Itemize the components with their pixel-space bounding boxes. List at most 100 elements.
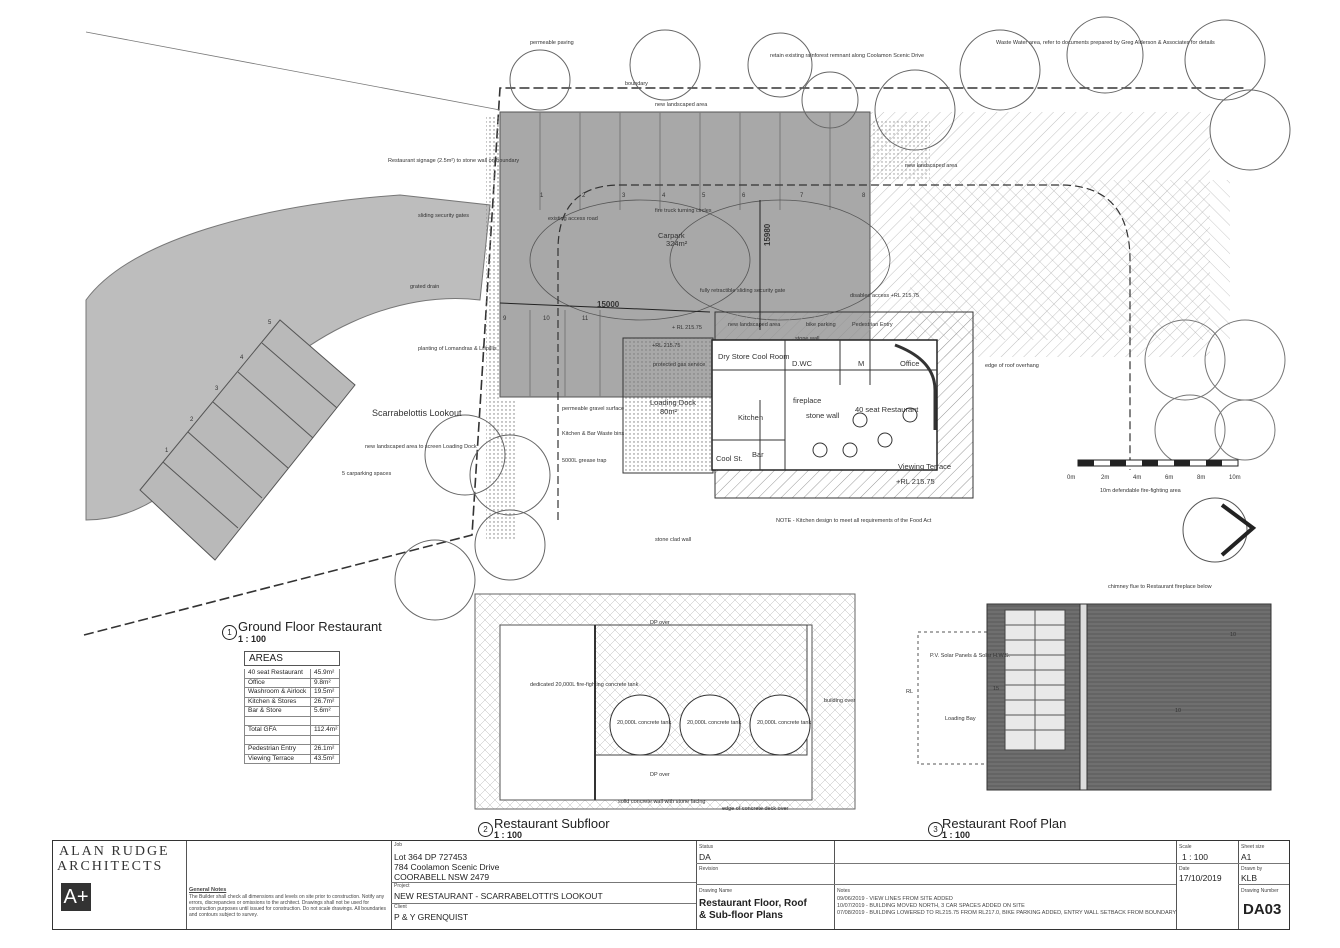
label-rl-1: + RL 215.75 bbox=[672, 325, 702, 331]
scale-value: 1 : 100 bbox=[1182, 852, 1208, 862]
sheet-size-value: A1 bbox=[1241, 852, 1252, 862]
date-label: Date bbox=[1179, 866, 1190, 872]
areas-row-value: 5.6m² bbox=[314, 707, 331, 714]
roof-loading-bay: Loading Bay bbox=[945, 716, 976, 722]
label-boundary: boundary bbox=[625, 81, 648, 87]
areas-row-name: Total GFA bbox=[245, 726, 311, 735]
general-notes-text: The Builder shall check all dimensions a… bbox=[189, 894, 387, 918]
label-grease-trap: 5000L grease trap bbox=[562, 458, 606, 464]
general-notes-label: General Notes bbox=[189, 887, 227, 893]
areas-row-name: Office bbox=[245, 678, 311, 687]
areas-row-name: Pedestrian Entry bbox=[245, 745, 311, 754]
room-cool-room: Cool Room bbox=[752, 352, 790, 361]
drawing-number-label: Drawing Number bbox=[1241, 888, 1279, 894]
drawing-name-line-2: & Sub-floor Plans bbox=[699, 910, 783, 921]
job-line-2: 784 Coolamon Scenic Drive bbox=[394, 862, 500, 872]
label-note-kitchen: NOTE - Kitchen design to meet all requir… bbox=[776, 518, 932, 524]
note-2: 10/07/2019 - BUILDING MOVED NORTH, 3 CAR… bbox=[837, 903, 1025, 909]
space-2: 2 bbox=[190, 417, 194, 423]
label-fire-truck: fire truck turning circles bbox=[655, 208, 712, 214]
label-edge-roof: edge of roof overhang bbox=[985, 363, 1039, 369]
label-protected-gas: protected gas service bbox=[653, 362, 705, 368]
areas-row-name bbox=[245, 735, 311, 744]
roof-pitch-1: 10 bbox=[1230, 632, 1236, 638]
label-carparking-spaces: 5 carparking spaces bbox=[342, 471, 391, 477]
label-disabled-access: disabled access +RL 215.75 bbox=[850, 293, 919, 299]
north-arrow bbox=[1220, 503, 1257, 557]
scale-bar-8: 8m bbox=[1197, 475, 1205, 481]
status-label: Status bbox=[699, 844, 714, 850]
note-1: 09/06/2019 - VIEW LINES FROM SITE ADDED bbox=[837, 896, 953, 902]
scale-bar-10: 10m bbox=[1229, 475, 1241, 481]
tank-1 bbox=[609, 694, 671, 756]
areas-row-value bbox=[311, 717, 314, 726]
carpark-space-6: 6 bbox=[742, 193, 746, 199]
drawn-by-value: KLB bbox=[1241, 873, 1258, 883]
room-bar: Bar bbox=[752, 450, 764, 459]
scale-date-cell: Scale 1 : 100 Date 17/10/2019 bbox=[1176, 841, 1239, 929]
room-stone-wall: stone wall bbox=[806, 411, 840, 420]
areas-row-value: 45.9m² bbox=[314, 669, 335, 676]
areas-row-value: 9.8m² bbox=[314, 678, 331, 686]
label-lookout: Scarrabelottis Lookout bbox=[372, 408, 462, 418]
label-stone-wall-top: stone wall bbox=[795, 336, 819, 342]
areas-row bbox=[244, 735, 340, 745]
scale-bar-6: 6m bbox=[1165, 475, 1173, 481]
drawing-name-label: Drawing Name bbox=[699, 888, 733, 894]
subfloor-edge-deck: edge of concrete deck over bbox=[722, 806, 789, 812]
space-5: 5 bbox=[268, 320, 272, 326]
view-scale-1: 1 : 100 bbox=[238, 634, 267, 644]
label-sliding-gates: sliding security gates bbox=[418, 213, 469, 219]
view-title-roof: Restaurant Roof Plan bbox=[942, 816, 1067, 831]
room-cool-st: Cool St. bbox=[716, 454, 743, 463]
room-dry-store: Dry Store bbox=[718, 352, 750, 361]
firm-logo-icon: A+ bbox=[61, 883, 91, 911]
carpark-space-2: 2 bbox=[582, 193, 586, 199]
areas-row-value: 112.4m² bbox=[314, 726, 338, 733]
label-waste-water: Waste Water area, refer to documents pre… bbox=[996, 40, 1215, 46]
scale-bar-4: 4m bbox=[1133, 475, 1141, 481]
status-value: DA bbox=[699, 852, 711, 862]
label-new-landscaped-area-3: new landscaped area bbox=[728, 322, 781, 328]
revision-label: Revision bbox=[699, 866, 719, 872]
firm-name-2: ARCHITECTS bbox=[57, 859, 164, 874]
areas-row-name: Viewing Terrace bbox=[245, 754, 311, 763]
client-label: Client bbox=[394, 904, 407, 910]
areas-row-value: 43.5m² bbox=[314, 754, 335, 762]
room-restaurant: 40 seat Restaurant bbox=[855, 405, 919, 414]
areas-row-value: 26.7m² bbox=[314, 697, 335, 705]
space-1: 1 bbox=[165, 448, 169, 454]
drawing-name-line-1: Restaurant Floor, Roof bbox=[699, 898, 807, 909]
label-retractible-gate: fully retractible sliding security gate bbox=[700, 288, 785, 294]
label-rl-2: +RL 215.75 bbox=[652, 343, 680, 349]
room-loading-dock: Loading Dock bbox=[650, 398, 696, 407]
areas-row-name: Kitchen & Stores bbox=[245, 697, 311, 706]
label-new-landscaped-area-2: new landscaped area bbox=[905, 163, 958, 169]
loading-dock bbox=[622, 337, 714, 474]
subfloor-solid-wall: solid concrete wall with stone facing bbox=[618, 799, 705, 805]
general-notes-cell: General Notes The Builder shall check al… bbox=[186, 841, 392, 929]
label-restaurant-signage: Restaurant signage (2.5m²) to stone wall… bbox=[388, 158, 519, 164]
job-line-1: Lot 364 DP 727453 bbox=[394, 852, 468, 862]
note-3: 07/08/2019 - BUILDING LOWERED TO RL215.7… bbox=[837, 910, 1177, 916]
subfloor-building-over: building over bbox=[824, 698, 855, 704]
scale-bar-0: 0m bbox=[1067, 475, 1075, 481]
notes-cell: Notes 09/06/2019 - VIEW LINES FROM SITE … bbox=[834, 841, 1177, 929]
roof-chimney: chimney flue to Restaurant fireplace bel… bbox=[1108, 584, 1212, 590]
label-grated-drain: grated drain bbox=[410, 284, 439, 290]
label-permeable-gravel: permeable gravel surface bbox=[562, 406, 624, 412]
label-stone-clad: stone clad wall bbox=[655, 537, 691, 543]
label-pedestrian-entry: Pedestrian Entry bbox=[852, 322, 893, 328]
areas-row-name: Washroom & Airlock bbox=[245, 688, 311, 697]
project-label: Project bbox=[394, 883, 410, 889]
job-label: Job bbox=[394, 842, 403, 848]
building-footprint bbox=[711, 339, 938, 471]
project-value: NEW RESTAURANT - SCARRABELOTTI'S LOOKOUT bbox=[394, 891, 603, 901]
areas-row-value: 19.5m² bbox=[314, 688, 335, 695]
